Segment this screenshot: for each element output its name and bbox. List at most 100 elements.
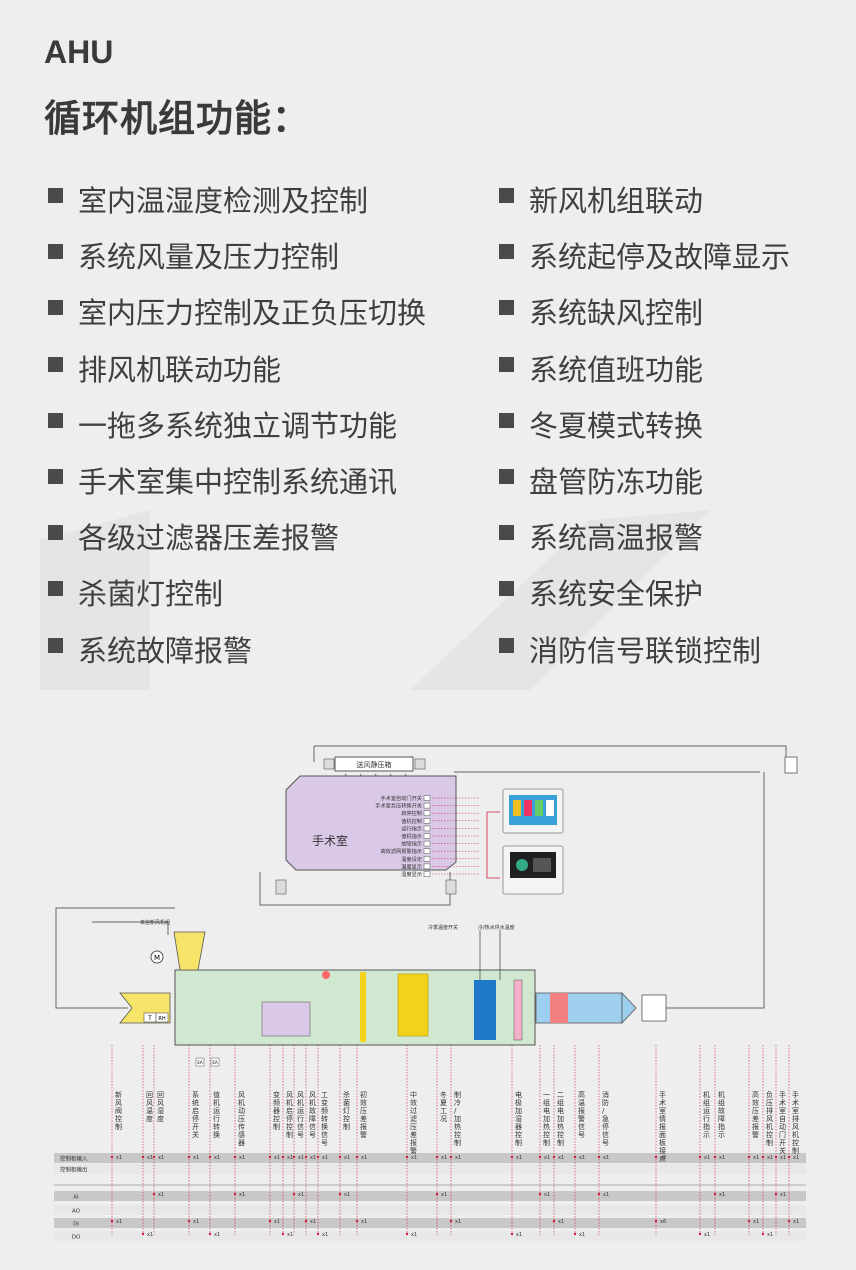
motor-tag-m: M (154, 954, 160, 962)
panel-indicator-icon (423, 848, 431, 854)
feature-item: 杀菌灯控制 (48, 571, 223, 613)
signal-dot (761, 1155, 765, 1159)
count-label: x1 (516, 1232, 522, 1238)
signal-dot (141, 1155, 145, 1159)
feature-item: 系统缺风控制 (499, 290, 703, 332)
bullet-square-icon (48, 188, 63, 203)
io-row-label: 控制柜输出 (60, 1166, 88, 1174)
feature-label: 系统缺风控制 (529, 296, 704, 330)
bullet-square-icon (48, 638, 63, 653)
signal-column-label: 高效压差报警 (752, 1090, 759, 1139)
signal-dot (233, 1192, 237, 1196)
feature-label: 室内压力控制及正负压切换 (78, 296, 427, 330)
io-row-label: DO (72, 1235, 81, 1241)
signal-dot (698, 1155, 702, 1159)
signal-dot (449, 1219, 453, 1223)
signal-column-label: 负压排风机控制 (766, 1090, 773, 1147)
feature-label: 盘管防冻功能 (529, 465, 704, 499)
count-label: x1 (544, 1192, 550, 1198)
count-label: x1 (193, 1155, 199, 1161)
signal-column-label: 中效过滤压差报警 (410, 1090, 417, 1155)
io-table-row (54, 1205, 806, 1215)
signal-dot (110, 1155, 114, 1159)
signal-column-label: 值机运行转换 (213, 1090, 220, 1139)
panel-item-label: 启停控制 (401, 809, 422, 817)
count-label: x1 (116, 1155, 122, 1161)
signal-dot (774, 1192, 778, 1196)
signal-dot (552, 1219, 556, 1223)
signal-column-label: 风机故障信号 (309, 1091, 316, 1139)
signal-dot (510, 1155, 514, 1159)
signal-column-label: 回风湿度 (157, 1091, 164, 1123)
signal-dot (304, 1219, 308, 1223)
panel-indicator-icon (423, 795, 431, 801)
signal-column-label: 变频器控制 (273, 1090, 280, 1131)
signal-column-label: 风机启停控制 (286, 1091, 293, 1139)
count-label: x1 (704, 1232, 710, 1238)
signal-dot (713, 1192, 717, 1196)
feature-label: 一拖多系统独立调节功能 (78, 409, 398, 443)
count-label: x2 (660, 1155, 666, 1161)
count-label: x1 (214, 1155, 220, 1161)
valve-label-1: 冷季温度开关 (428, 924, 458, 931)
bullet-square-icon (48, 525, 63, 540)
io-row-label: AO (72, 1209, 81, 1215)
feature-item: 一拖多系统独立调节功能 (48, 403, 397, 445)
count-label: x1 (287, 1155, 293, 1161)
signal-column-label: 风机运行信号 (297, 1091, 304, 1139)
panel-indicator-icon (423, 818, 431, 824)
bullet-square-icon (48, 469, 63, 484)
feature-item: 各级过滤器压差报警 (48, 515, 339, 557)
bullet-square-icon (499, 300, 514, 315)
count-label: x1 (558, 1219, 564, 1225)
count-label: x1 (158, 1192, 164, 1198)
signal-column-label: 手术室情报面板接点 (659, 1090, 666, 1163)
signal-column-label: 电极加湿器控制 (515, 1090, 522, 1147)
count-label: x1 (147, 1232, 153, 1238)
count-label: x1 (793, 1219, 799, 1225)
signal-dot (292, 1192, 296, 1196)
count-label: x6 (660, 1219, 666, 1225)
feature-label: 各级过滤器压差报警 (78, 521, 340, 555)
panel-item-label: 湿度显示 (401, 870, 422, 878)
signal-dot (538, 1192, 542, 1196)
feature-item: 系统安全保护 (499, 571, 703, 613)
count-label: x1 (579, 1155, 585, 1161)
count-label: x1 (298, 1155, 304, 1161)
signal-column-label: 风机动压传感器 (238, 1091, 245, 1147)
signal-dot (405, 1155, 409, 1159)
count-label: x1 (441, 1192, 447, 1198)
io-row-label: AI (73, 1195, 79, 1201)
count-label: x1 (116, 1219, 122, 1225)
plenum-label: 送风静压箱 (357, 760, 392, 769)
count-label: x1 (753, 1219, 759, 1225)
feature-label: 手术室集中控制系统通讯 (78, 465, 398, 499)
panel-item-label: 运行指示 (401, 824, 422, 832)
signal-dot (538, 1155, 542, 1159)
signal-column-label: 一组电加热控制 (543, 1091, 550, 1147)
feature-label: 系统起停及故障显示 (529, 240, 791, 274)
count-label: x1 (441, 1155, 447, 1161)
io-table-row (54, 1231, 806, 1241)
feature-item: 系统高温报警 (499, 515, 703, 557)
feature-item: 盘管防冻功能 (499, 459, 703, 501)
count-label: x1 (579, 1232, 585, 1238)
feature-label: 室内温湿度检测及控制 (78, 184, 369, 218)
count-label: x1 (344, 1192, 350, 1198)
feature-item: 系统起停及故障显示 (499, 234, 790, 276)
signal-column-label: 回风温度 (146, 1091, 153, 1123)
bullet-square-icon (48, 357, 63, 372)
signal-dot (292, 1155, 296, 1159)
signal-dot (281, 1232, 285, 1236)
signal-column-label: 新风阀控制 (115, 1090, 122, 1131)
count-label: x1 (719, 1192, 725, 1198)
fresh-air-label: 来自新风机组 (140, 919, 170, 926)
feature-item: 消防信号联锁控制 (499, 628, 761, 670)
sensor-tag-t: T (147, 1015, 152, 1022)
feature-item: 冬夏模式转换 (499, 403, 703, 445)
feature-item: 系统故障报警 (48, 628, 252, 670)
signal-dot (208, 1155, 212, 1159)
signal-dot (233, 1155, 237, 1159)
io-table-row (54, 1218, 806, 1228)
count-label: x1 (767, 1232, 773, 1238)
